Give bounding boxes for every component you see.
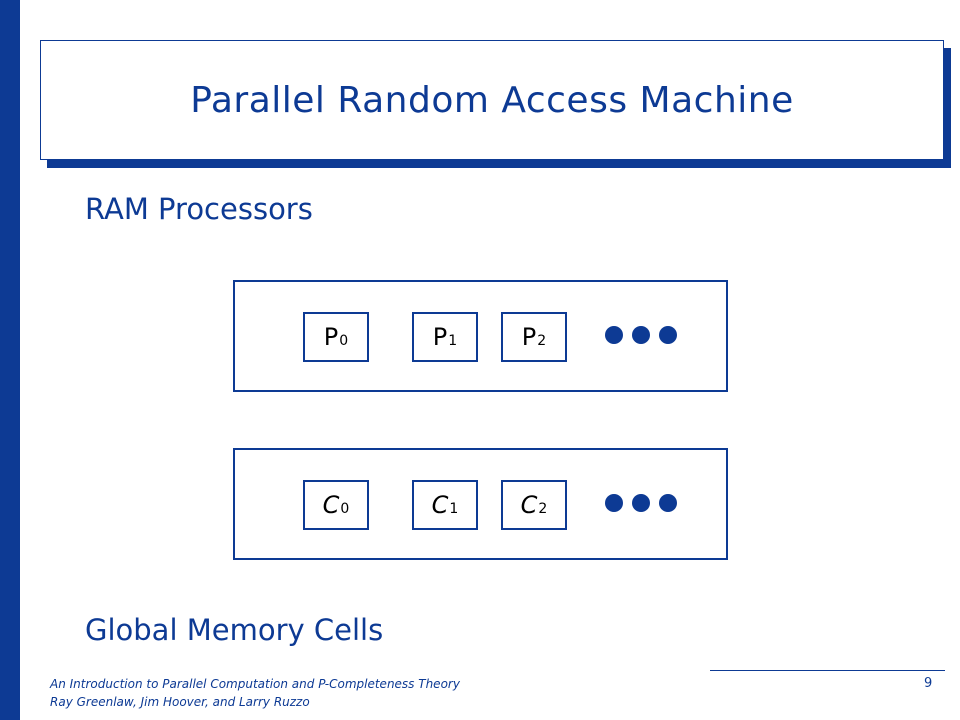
processor-index: 0 [339, 333, 349, 349]
memory-cell-label: C [520, 491, 538, 519]
page-number: 9 [924, 676, 933, 691]
processor-label: P [323, 323, 339, 351]
processor-label: P [521, 323, 537, 351]
dot [659, 326, 677, 344]
processor-index: 1 [448, 333, 458, 349]
footer-authors: Ray Greenlaw, Jim Hoover, and Larry Ruzz… [50, 695, 310, 709]
footer-divider [710, 670, 945, 671]
dot [632, 494, 650, 512]
memory-cell-index: 2 [538, 501, 548, 517]
memory-cell-label: C [322, 491, 340, 519]
dot [605, 326, 623, 344]
dot [659, 494, 677, 512]
dot [605, 494, 623, 512]
ellipsis-dots [605, 326, 677, 344]
memory-cell-index: 0 [340, 501, 350, 517]
processor-index: 2 [537, 333, 547, 349]
memory-cell-label: C [431, 491, 449, 519]
ellipsis-dots [605, 494, 677, 512]
processor-label: P [432, 323, 448, 351]
left-accent-bar [0, 0, 20, 720]
memory-cell-index: 1 [449, 501, 459, 517]
title-box: Parallel Random Access Machine [40, 40, 944, 160]
memory-cells-heading: Global Memory Cells [85, 613, 384, 647]
processors-heading: RAM Processors [85, 192, 313, 226]
footer-book-title: An Introduction to Parallel Computation … [50, 677, 460, 691]
dot [632, 326, 650, 344]
slide-title: Parallel Random Access Machine [190, 79, 794, 121]
